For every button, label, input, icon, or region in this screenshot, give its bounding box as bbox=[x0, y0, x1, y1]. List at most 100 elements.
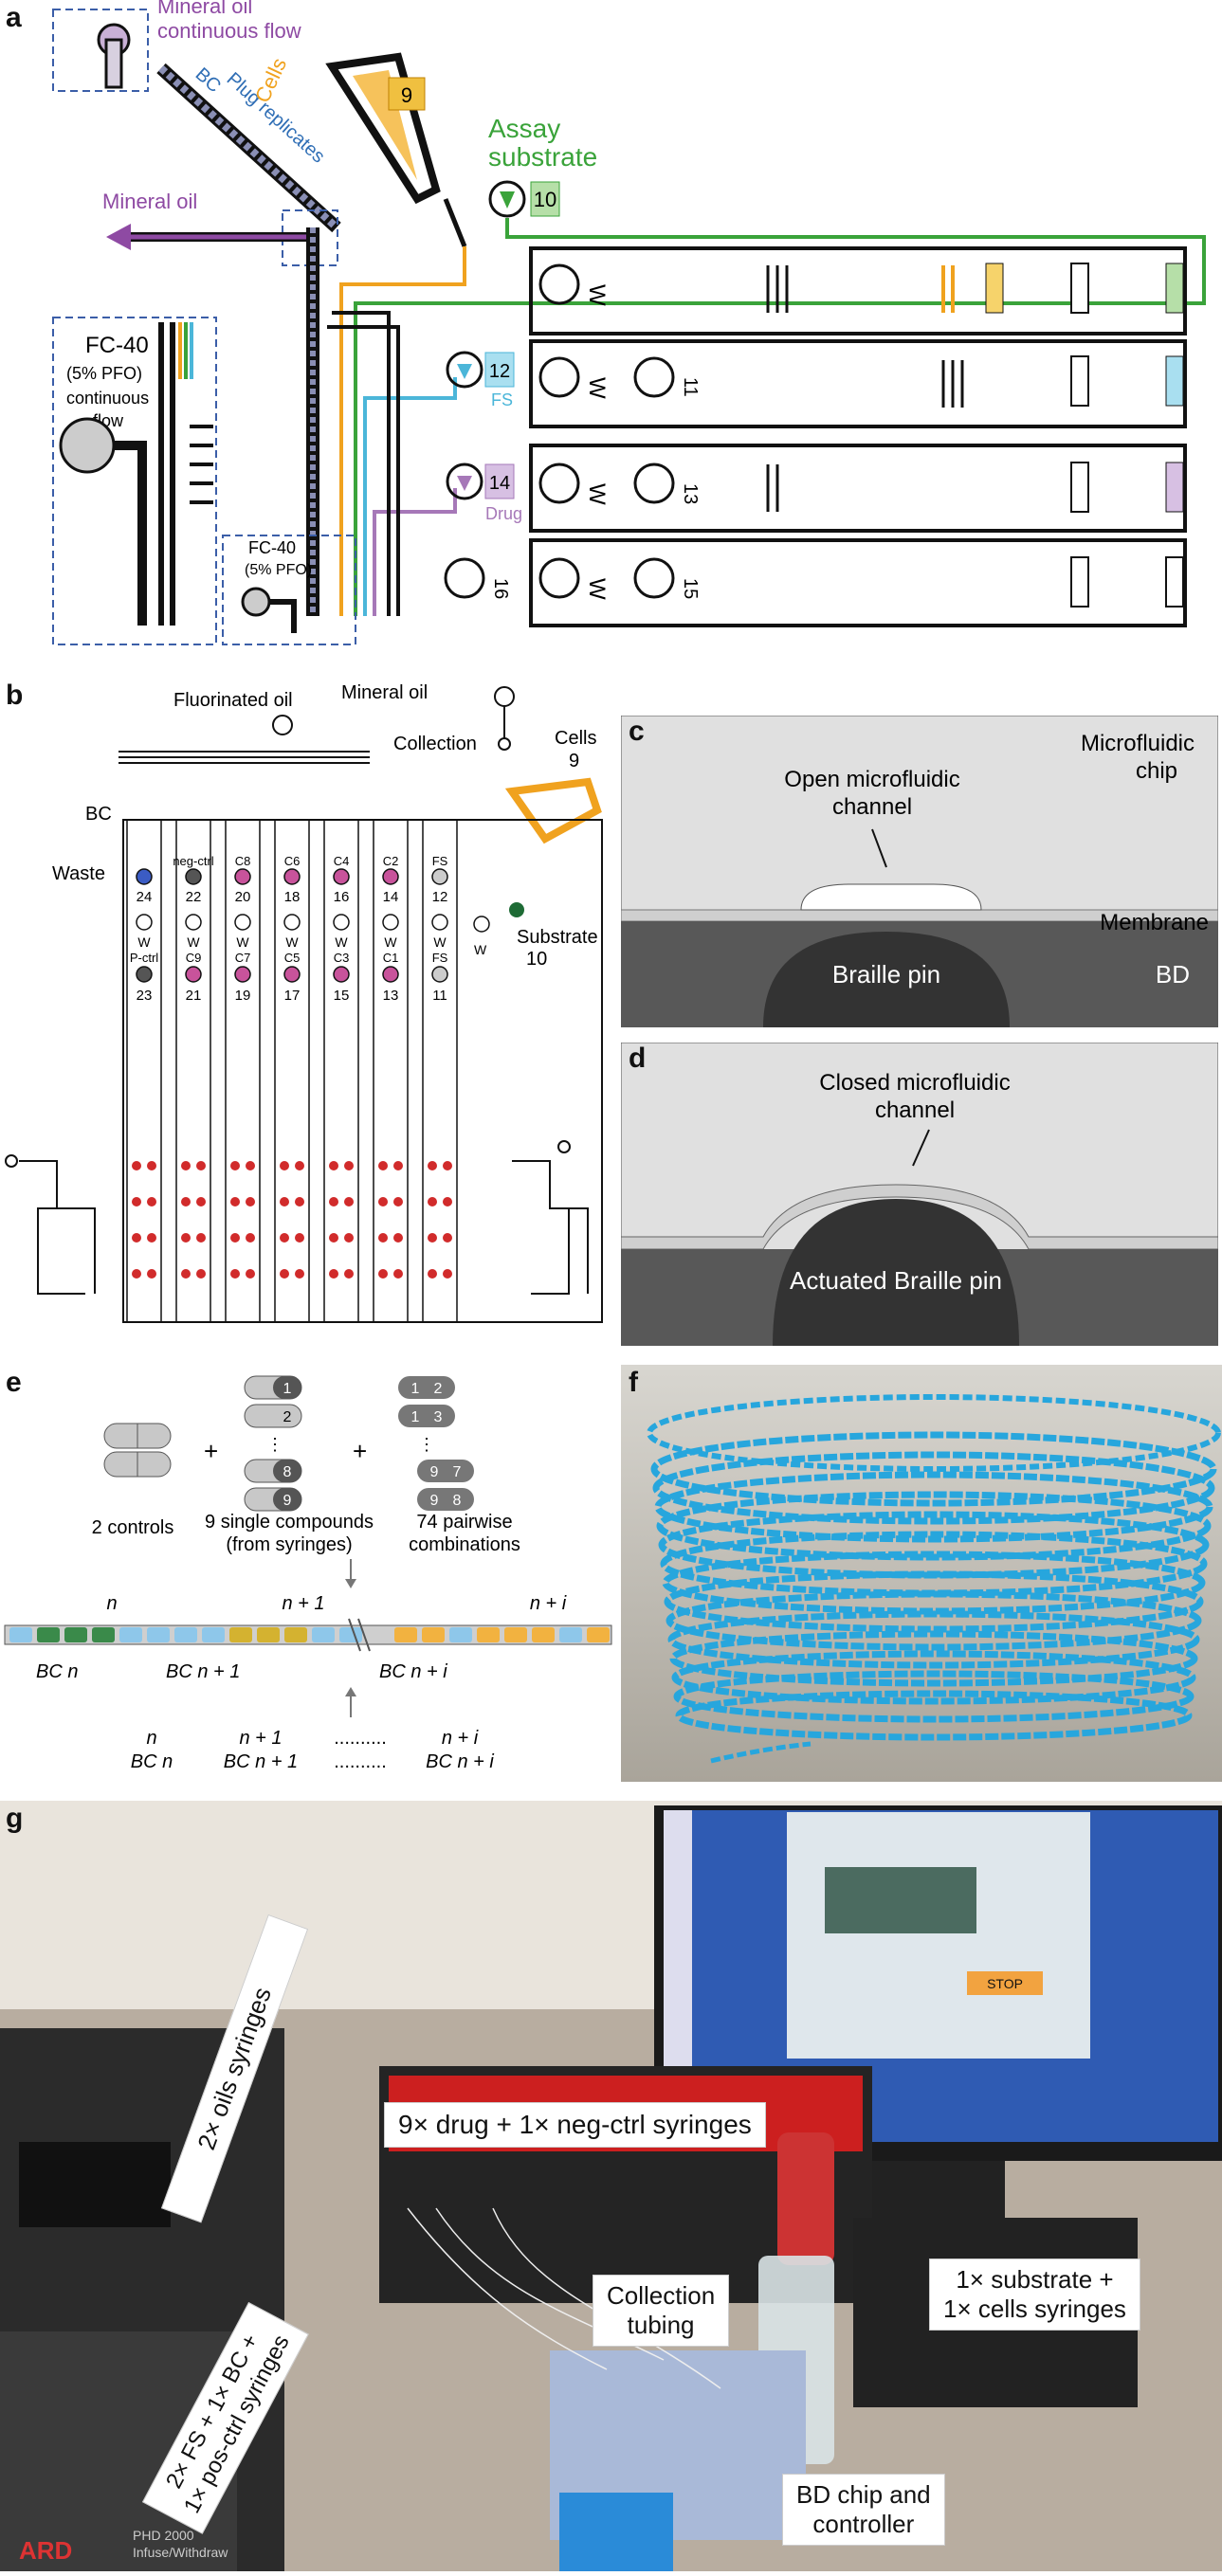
plug bbox=[587, 1627, 610, 1642]
b-top-well bbox=[234, 868, 251, 885]
b-bot-well bbox=[333, 966, 350, 983]
plug bbox=[9, 1627, 32, 1642]
drug-number: 14 bbox=[489, 473, 510, 494]
closed-channel-label-2: channel bbox=[875, 1098, 955, 1123]
b-column-2 bbox=[175, 819, 211, 1323]
controls-capsules bbox=[103, 1423, 172, 1478]
plug-strip bbox=[4, 1618, 612, 1652]
b-valve bbox=[329, 1197, 338, 1206]
b-valve bbox=[443, 1197, 452, 1206]
plug bbox=[532, 1627, 555, 1642]
svg-text:W: W bbox=[474, 942, 487, 957]
b-top-label: C6 bbox=[284, 854, 301, 868]
strip-break bbox=[348, 1618, 371, 1652]
num-13: 13 bbox=[680, 483, 701, 504]
droplet-coil bbox=[666, 1590, 1202, 1651]
b-valve bbox=[132, 1233, 141, 1243]
b-valve bbox=[393, 1197, 403, 1206]
bc-label-b: BC bbox=[85, 804, 112, 825]
b-valve bbox=[344, 1197, 354, 1206]
chip-row-2: W 11 12 FS bbox=[446, 339, 1187, 428]
pump-model-2: Infuse/Withdraw bbox=[133, 2545, 228, 2560]
bottle bbox=[777, 2132, 834, 2265]
b-valve bbox=[428, 1197, 437, 1206]
mineral-oil-label: Mineral oil bbox=[102, 190, 197, 213]
b-bot-label: C9 bbox=[186, 951, 202, 965]
b-valve bbox=[246, 1197, 255, 1206]
b-bot-num: 17 bbox=[284, 988, 301, 1004]
panel-f-photo bbox=[621, 1365, 1222, 1782]
b-column-6 bbox=[373, 819, 409, 1323]
svg-text:W: W bbox=[584, 284, 610, 306]
b-valve bbox=[329, 1161, 338, 1170]
b-waste-well bbox=[136, 914, 153, 931]
plug bbox=[229, 1627, 252, 1642]
plug bbox=[312, 1627, 335, 1642]
pair-3a: 9 bbox=[430, 1464, 439, 1480]
b-valve bbox=[280, 1161, 289, 1170]
chip-row-4: 16 W 15 bbox=[444, 538, 1187, 627]
substrate-label: Substrate bbox=[517, 927, 598, 948]
panel-d-label: d bbox=[629, 1043, 647, 1074]
droplet-coil bbox=[667, 1610, 1200, 1669]
fc40-flow-title: FC-40 bbox=[85, 333, 149, 358]
panel-b: b Fluorinated oil Mineral oil Collection… bbox=[0, 678, 621, 1346]
fc40-small-label: FC-40 bbox=[248, 538, 296, 557]
b-top-well bbox=[283, 868, 301, 885]
b-bot-label: C7 bbox=[235, 951, 251, 965]
single-capsules: 1 2 ⋮ 8 9 bbox=[244, 1375, 302, 1512]
svg-text:W: W bbox=[584, 578, 610, 600]
cells-number: 9 bbox=[401, 83, 412, 107]
b-column-1 bbox=[126, 819, 162, 1323]
b-top-label: FS bbox=[432, 854, 448, 868]
bd-label: BD bbox=[1156, 960, 1190, 989]
open-channel-label-1: Open microfluidic bbox=[784, 767, 959, 792]
b-top-num: 18 bbox=[284, 889, 301, 905]
pair-capsules: 1 2 1 3 ⋮ 9 7 9 8 bbox=[398, 1376, 474, 1511]
brace-n: n bbox=[106, 1593, 117, 1614]
single-dots: ⋮ bbox=[266, 1435, 283, 1454]
b-valve bbox=[147, 1197, 156, 1206]
b-valve bbox=[295, 1233, 304, 1243]
b-bot-well bbox=[431, 966, 448, 983]
b-top-num: 16 bbox=[334, 889, 350, 905]
seq-ni: n + i bbox=[442, 1728, 479, 1749]
b-column-7 bbox=[422, 819, 458, 1323]
fs-number: 12 bbox=[489, 361, 510, 382]
plug bbox=[202, 1627, 225, 1642]
b-bot-well bbox=[234, 966, 251, 983]
mineral-oil-flow-label-1: Mineral oil bbox=[157, 0, 252, 18]
b-top-label: neg-ctrl bbox=[173, 854, 213, 868]
single-1: 1 bbox=[283, 1381, 292, 1397]
mineral-oil-flow-label-2: continuous flow bbox=[157, 19, 301, 43]
membrane-label: Membrane bbox=[1100, 910, 1209, 935]
drug-syringes-label: 9× drug + 1× neg-ctrl syringes bbox=[384, 2102, 766, 2148]
b-bot-well bbox=[136, 966, 153, 983]
inset-mineral-oil bbox=[52, 9, 149, 92]
plug bbox=[477, 1627, 500, 1642]
b-valve bbox=[230, 1197, 240, 1206]
brace-ni: n + i bbox=[530, 1593, 567, 1614]
panel-b-diagram: Fluorinated oil Mineral oil Collection C… bbox=[5, 682, 603, 1323]
b-valve bbox=[344, 1269, 354, 1279]
mineral-oil-label-b: Mineral oil bbox=[341, 682, 428, 703]
closed-channel-label-1: Closed microfluidic bbox=[819, 1070, 1010, 1096]
b-waste-well bbox=[234, 914, 251, 931]
b-valve bbox=[393, 1161, 403, 1170]
b-bot-num: 23 bbox=[137, 988, 153, 1004]
pair-3b: 7 bbox=[453, 1464, 462, 1480]
waste-label: Waste bbox=[52, 863, 105, 884]
plug bbox=[257, 1627, 280, 1642]
fluorinated-oil-label: Fluorinated oil bbox=[173, 690, 293, 711]
svg-text:W: W bbox=[584, 483, 610, 505]
b-bot-num: 21 bbox=[186, 988, 202, 1004]
droplet-coil bbox=[650, 1431, 1217, 1507]
pair-4a: 9 bbox=[430, 1493, 439, 1509]
b-valve bbox=[393, 1269, 403, 1279]
droplet-coil bbox=[664, 1570, 1204, 1633]
b-w-label: W bbox=[187, 934, 200, 950]
stop-button: STOP bbox=[987, 1976, 1023, 1991]
b-valve bbox=[280, 1269, 289, 1279]
plug bbox=[449, 1627, 472, 1642]
seq-bc-n1: BC n + 1 bbox=[224, 1751, 298, 1772]
